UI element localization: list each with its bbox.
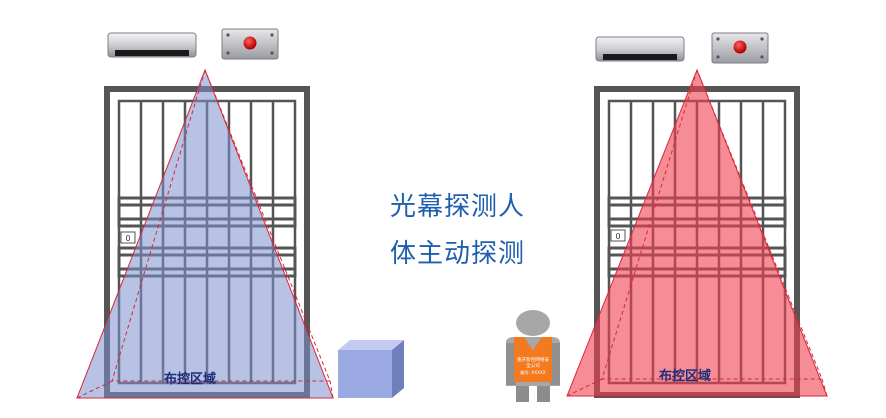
right-curtain-sensor [595,36,685,62]
right-zone-label: 布控区域 [659,368,711,384]
badge-line-2: 全公司 [526,362,540,369]
right-door-plate: 0 [615,232,620,241]
badge-line-3: 编号: XXXXX [520,369,546,376]
right-alarm-light [711,32,769,64]
caption-line-2: 体主动探测 [390,239,526,269]
caption-line-1: 光幕探测人 [390,192,526,222]
left-door-plate: 0 [125,234,130,243]
right-scene: 0 布控区域 重庆智控网络安 全公司 编号: XXXXX [506,32,828,402]
left-alarm-light [221,28,279,60]
right-detection-beam [566,68,828,397]
left-scene: 0 布控区域 [76,28,404,399]
box-object [338,340,404,398]
left-detection-beam [76,68,334,399]
person-figure: 重庆智控网络安 全公司 编号: XXXXX [506,310,560,402]
badge-line-1: 重庆智控网络安 [517,356,550,363]
left-curtain-sensor [107,32,197,58]
left-zone-label: 布控区域 [164,371,216,387]
